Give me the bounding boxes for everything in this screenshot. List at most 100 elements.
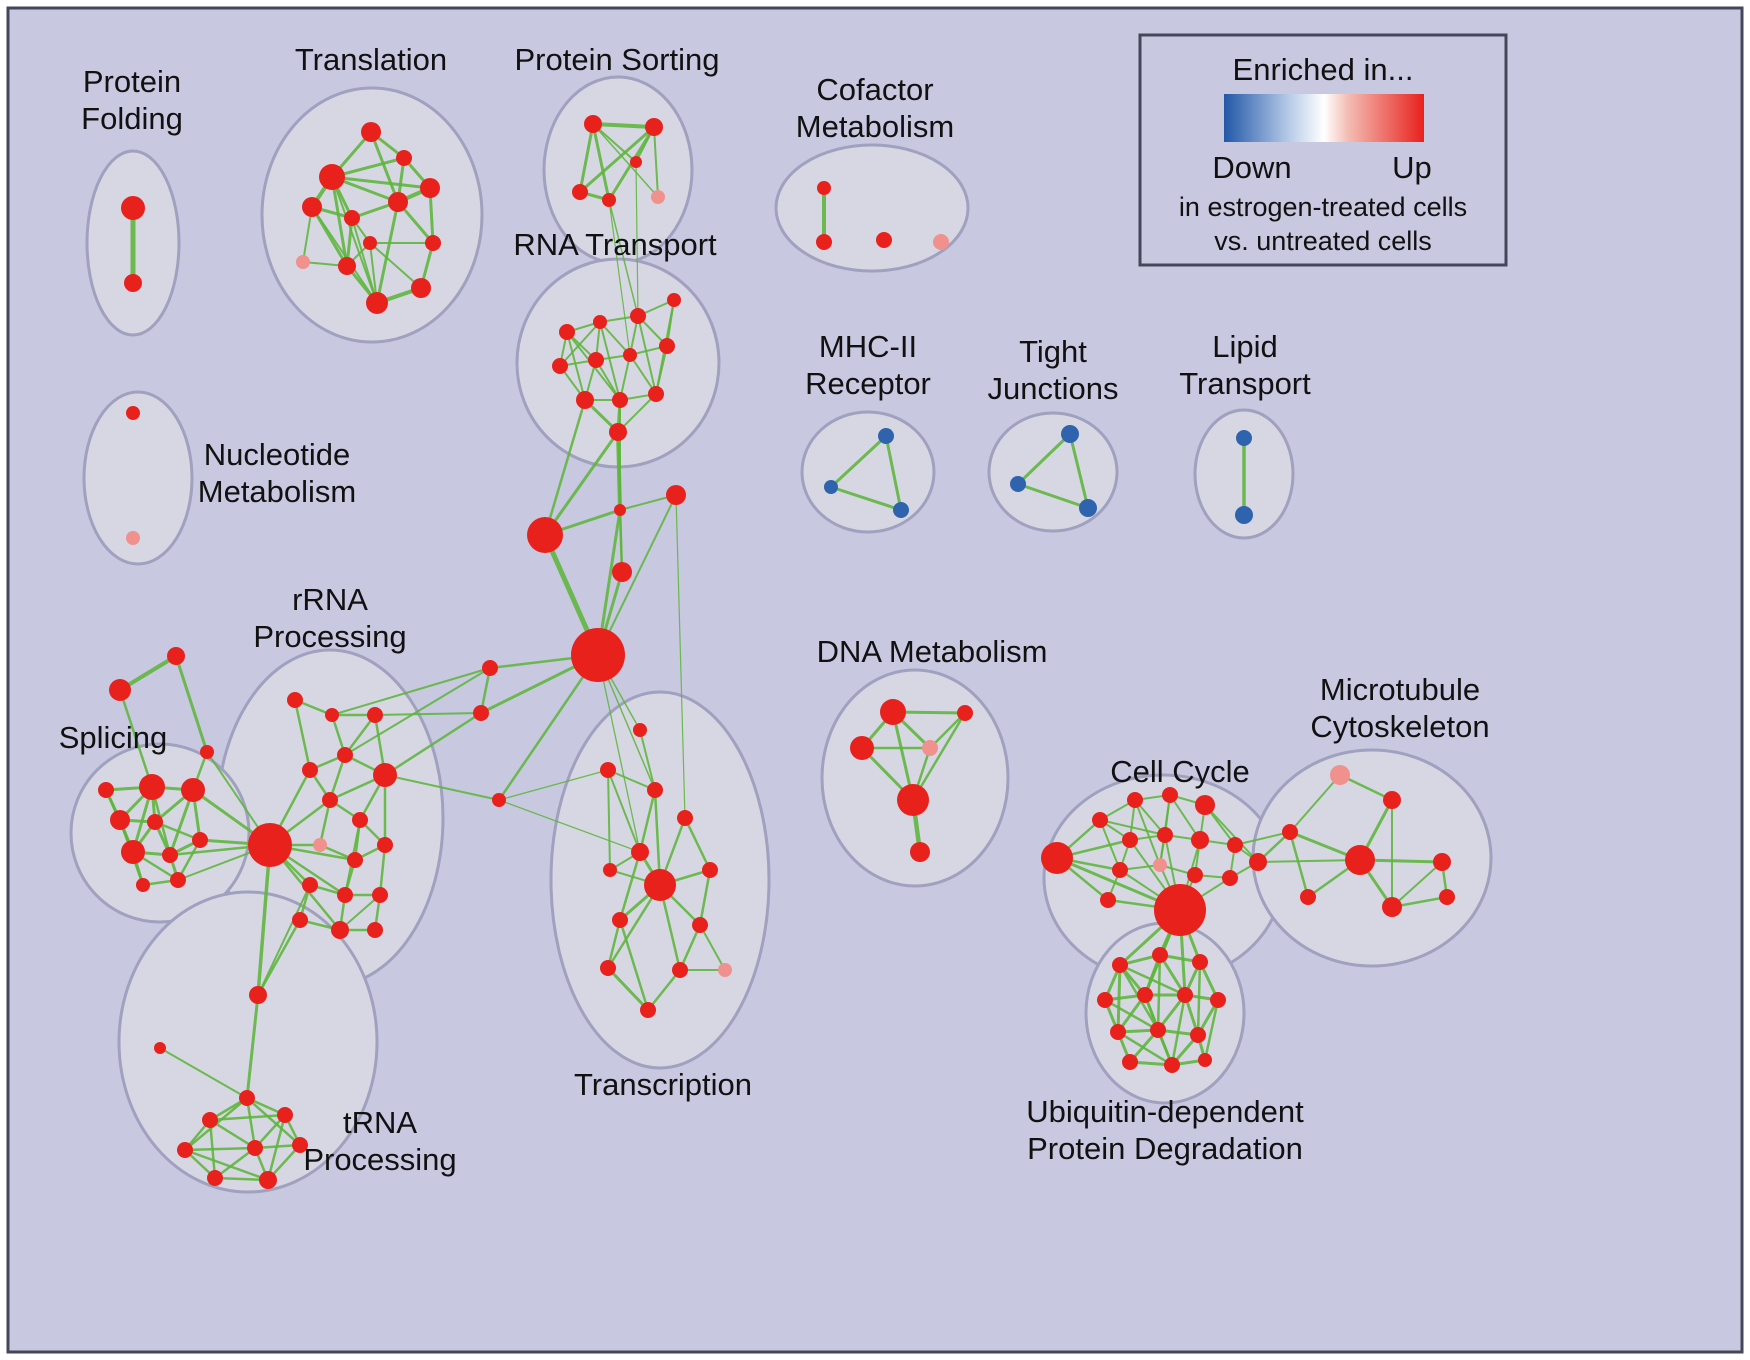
edge [829,485,903,512]
edge [607,769,656,791]
node [325,708,339,722]
node [425,235,441,251]
edge [607,769,641,853]
node [121,840,145,864]
edge [245,1096,257,1150]
node [612,912,628,928]
node [136,878,150,892]
node [372,887,388,903]
node [850,736,874,760]
edge [559,321,601,367]
node [373,763,397,787]
node [1041,842,1073,874]
node [588,352,604,368]
node [1110,1024,1126,1040]
edge [578,125,656,194]
edge [343,713,377,757]
node [352,812,368,828]
node [1190,1027,1206,1043]
edge [599,321,621,401]
edge [183,1148,270,1182]
node [337,747,353,763]
edge [606,883,662,970]
edge [618,508,624,574]
edge [578,122,595,194]
node [572,184,588,200]
edge [174,654,209,754]
node [1345,845,1375,875]
node [824,480,838,494]
node [718,963,732,977]
cluster-label-cell-cycle: Cell Cycle [1110,754,1250,789]
node [319,164,345,190]
cluster-label-dna-metabolism: DNA Metabolism [817,634,1048,669]
node [1192,954,1208,970]
node [559,324,575,340]
node [302,197,322,217]
node [602,193,616,207]
node [1249,853,1267,871]
node [584,115,602,133]
node [1100,892,1116,908]
edge [599,321,631,356]
cluster-label-rna-transport: RNA Transport [513,227,717,262]
edge [256,843,272,997]
edge [331,667,491,716]
edge [1204,804,1259,863]
node [109,679,131,701]
node [672,962,688,978]
node [1191,831,1209,849]
node [1122,832,1138,848]
edge [1288,830,1310,899]
edge [118,688,154,789]
node [200,745,214,759]
node [1150,1022,1166,1038]
node [124,274,142,292]
edge [637,315,657,395]
cluster-ellipse-tight-junctions [987,411,1119,533]
cluster-ellipse-mhc-ii-receptor [800,410,936,534]
node [623,348,637,362]
node [1227,837,1243,853]
edge [1068,432,1090,510]
node [177,1142,193,1158]
edge [1016,482,1090,510]
node [876,232,892,248]
node [614,504,626,516]
edge [208,1118,257,1150]
node [344,210,360,226]
edge [618,850,642,922]
node [296,255,310,269]
node [170,872,186,888]
node [139,774,165,800]
edge [1118,963,1187,997]
node [1433,853,1451,871]
edge [1156,953,1162,1032]
node [1010,476,1026,492]
node [162,847,178,863]
node [552,358,568,374]
node [110,810,130,830]
node [121,196,145,220]
edge [330,175,432,190]
node [571,628,625,682]
cluster-ellipse-cofactor-metabolism [774,143,970,273]
cluster-ellipse-translation [260,86,484,344]
node [609,423,627,441]
edge [1234,831,1291,846]
node [492,793,506,807]
node [647,782,663,798]
edge [256,918,302,997]
node [347,852,363,868]
edge [369,242,422,289]
edge [375,200,400,305]
network-nodes [98,115,1455,1189]
node [659,338,675,354]
edge [498,799,641,853]
node [396,150,412,166]
cluster-label-translation: Translation [295,42,447,77]
edge [1391,861,1443,908]
